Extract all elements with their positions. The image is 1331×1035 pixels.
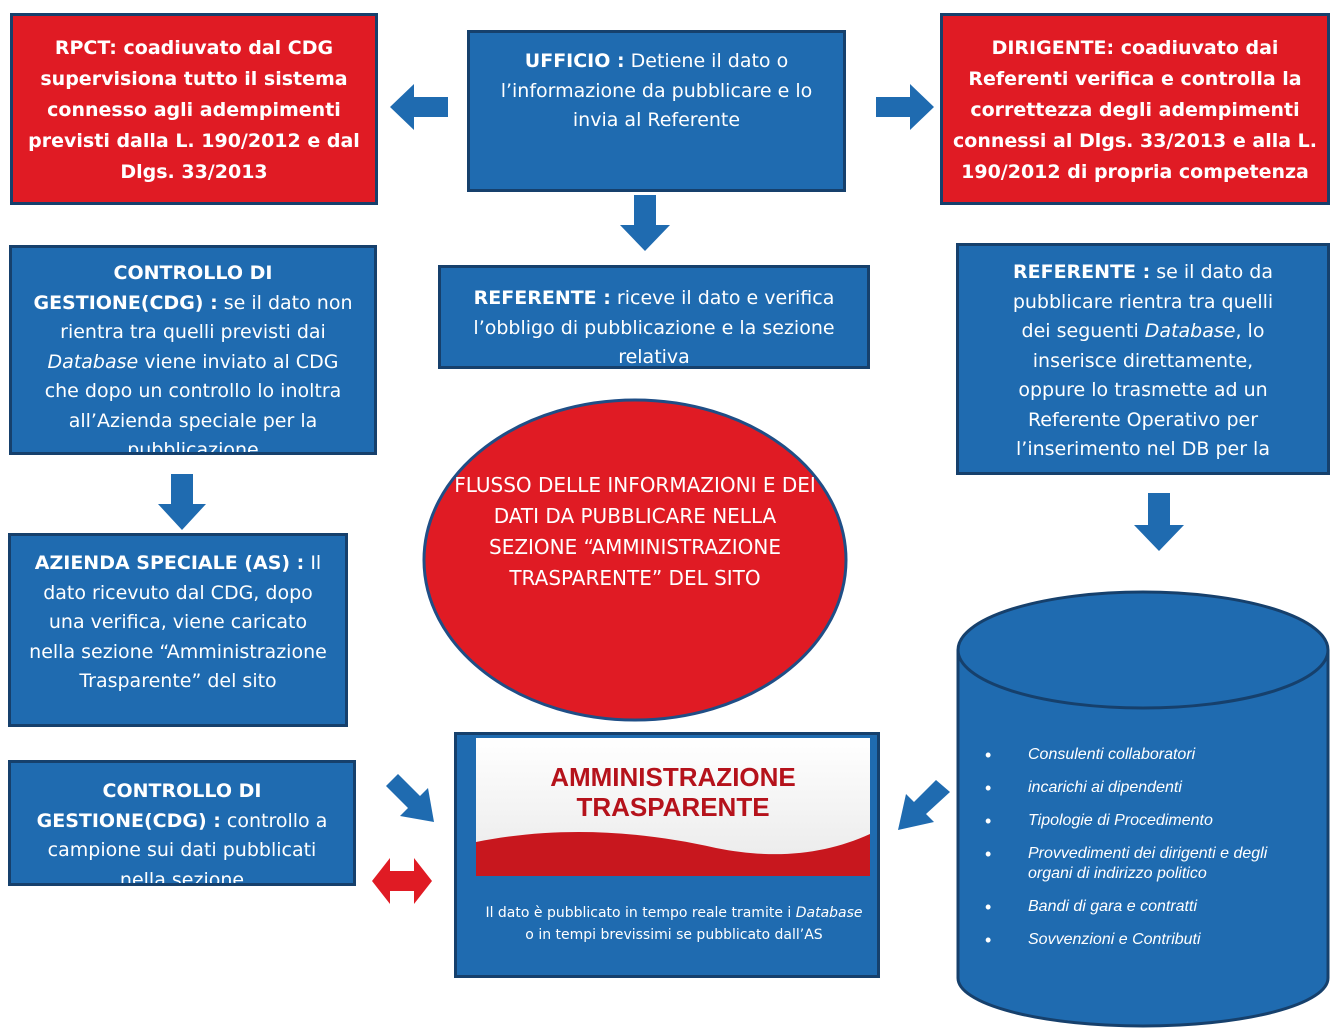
cdg-top-text-em: Database [47,350,139,373]
dirigente-box: DIRIGENTE: coadiuvato dai Referenti veri… [940,13,1330,205]
cdg-bottom-text: CONTROLLO DI GESTIONE(CDG) : controllo a… [27,777,337,886]
arrow-diagonal-from-database [898,780,950,830]
referente-right-text-em: Database [1144,320,1236,342]
arrow-right-to-dirigente [876,84,934,130]
amministrazione-trasparente-caption: Il dato è pubblicato in tempo reale tram… [484,902,864,946]
cdg-bottom-box: CONTROLLO DI GESTIONE(CDG) : controllo a… [8,760,356,886]
caption-a: Il dato è pubblicato in tempo reale tram… [485,905,796,921]
database-item: Bandi di gara e contratti [985,897,1305,917]
referente-right-box: REFERENTE : se il dato da pubblicare rie… [956,243,1330,475]
database-item: Sovvenzioni e Contributi [985,930,1305,950]
azienda-title: AZIENDA SPECIALE (AS) : [34,552,305,574]
dirigente-label: DIRIGENTE: coadiuvato dai Referenti veri… [953,37,1317,183]
ufficio-description: Detiene il dato o l’informazione da pubb… [500,50,813,131]
cdg-top-text-a: se il dato non rientra tra quelli previs… [60,291,353,344]
amministrazione-trasparente-banner: AMMINISTRAZIONE TRASPARENTE [476,738,870,876]
referente-right-text-b: , lo inserisce direttamente, oppure lo t… [1016,320,1270,460]
cdg-top-text: CONTROLLO DI GESTIONE(CDG) : se il dato … [32,259,354,455]
arrow-down-to-database [1134,493,1184,551]
banner-line-1: AMMINISTRAZIONE [550,762,796,792]
database-item: incarichi ai dipendenti [985,778,1305,798]
referente-right-text: REFERENTE : se il dato da pubblicare rie… [999,258,1287,465]
referente-center-text: REFERENTE : riceve il dato e verifica l’… [456,284,852,368]
cdg-top-box: CONTROLLO DI GESTIONE(CDG) : se il dato … [9,245,377,455]
cdg-bottom-title: CONTROLLO DI GESTIONE(CDG) : [36,780,262,832]
arrow-diagonal-to-at [386,774,434,822]
flusso-title: FLUSSO DELLE INFORMAZIONI E DEI DATI DA … [454,473,816,590]
referente-center-title: REFERENTE : [473,287,611,309]
double-arrow-red [372,858,432,904]
database-item: Consulenti collaboratori [985,745,1305,765]
ufficio-box: UFFICIO : Detiene il dato o l’informazio… [467,30,846,192]
ufficio-text: UFFICIO : Detiene il dato o l’informazio… [490,47,823,136]
cdg-bottom-description: controllo a campione sui dati pubblicati… [47,809,328,886]
rpct-box: RPCT: coadiuvato dal CDG supervisiona tu… [10,13,378,205]
azienda-text: AZIENDA SPECIALE (AS) : Il dato ricevuto… [27,549,329,697]
banner-line-2: TRASPARENTE [576,792,769,822]
azienda-description: Il dato ricevuto dal CDG, dopo una verif… [29,552,327,692]
cdg-top-text-b: viene inviato al CDG che dopo un control… [44,350,342,455]
cdg-top-title: CONTROLLO DI GESTIONE(CDG) : [33,262,273,314]
rpct-label: RPCT: coadiuvato dal CDG supervisiona tu… [28,37,360,183]
database-item: Provvedimenti dei dirigenti e degli orga… [985,844,1305,884]
database-list: Consulenti collaboratori incarichi ai di… [985,745,1305,953]
arrow-left-to-rpct [390,84,448,130]
azienda-box: AZIENDA SPECIALE (AS) : Il dato ricevuto… [8,533,348,727]
database-item: Tipologie di Procedimento [985,811,1305,831]
referente-center-box: REFERENTE : riceve il dato e verifica l’… [438,265,870,369]
caption-b: o in tempi brevissimi se pubblicato dall… [525,927,823,943]
flusso-ellipse [422,398,848,722]
referente-right-title: REFERENTE : [1012,261,1151,283]
referente-right-text-a: se il dato da pubblicare rientra tra que… [1012,261,1274,342]
referente-center-description: riceve il dato e verifica l’obbligo di p… [473,287,835,368]
caption-em: Database [795,905,863,921]
arrow-down-to-azienda [158,474,206,530]
arrow-down-to-referente [620,195,670,251]
ufficio-title: UFFICIO : [524,50,625,72]
